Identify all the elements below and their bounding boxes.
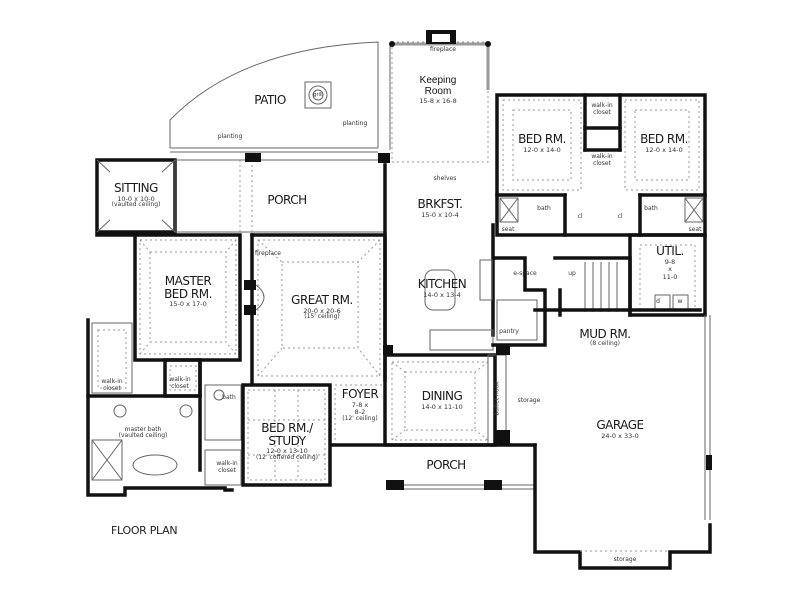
room-front-porch: PORCH: [426, 458, 466, 472]
annotation-planting-left: planting: [217, 133, 243, 140]
room-dim-line2: 8-2: [354, 408, 366, 417]
room-name: BED RM.: [518, 132, 566, 146]
annotation-planting-right: planting: [342, 120, 368, 127]
room-note: (8 ceiling): [589, 339, 621, 347]
annotation-pantry: pantry: [499, 328, 519, 335]
room-note: (12' coffered ceiling): [255, 454, 319, 461]
room-dim-line1: 9-8: [664, 257, 676, 266]
room-note: (12' ceiling): [342, 415, 378, 423]
room-dimensions: 12-0 x 14-0: [645, 145, 683, 154]
annotation-cl-1: cl: [577, 213, 583, 220]
room-util: UTIL. 9-8 x 11-0: [656, 245, 684, 281]
room-name: KITCHEN: [417, 277, 467, 291]
room-name: PORCH: [426, 458, 466, 472]
room-name: MUD RM.: [579, 327, 631, 341]
annotation-shelves: shelves: [433, 175, 457, 182]
room-dim-line2: x: [668, 265, 672, 274]
annotation-walk-in-study: walk-in: [216, 460, 238, 467]
room-name: master bath: [124, 426, 162, 433]
room-dimensions: 15-0 x 17-0: [169, 300, 207, 309]
room-name: UTIL.: [656, 244, 684, 258]
annotation-bath-2: bath: [644, 205, 658, 212]
annotation-washer: w: [677, 298, 683, 305]
annotation-grill: grill: [313, 92, 323, 98]
room-name: GREAT RM.: [291, 293, 353, 307]
room-name-line1: Keeping: [419, 75, 457, 86]
annotation-walk-in-master-1: walk-in: [101, 378, 123, 385]
annotation-closet: closet: [593, 109, 611, 116]
annotation-closet-study: closet: [218, 467, 236, 474]
room-dim-line1: 7-8 x: [351, 400, 369, 409]
room-foyer: FOYER 7-8 x 8-2 (12' ceiling): [341, 387, 379, 423]
room-note: (vaulted ceiling): [111, 201, 161, 209]
room-dimensions: 12-0 x 14-0: [523, 145, 561, 154]
grill-box: [304, 81, 332, 109]
annotation-walk-in: walk-in: [591, 102, 613, 109]
room-dining: DINING 14-0 x 11-10: [421, 390, 463, 410]
annotation-bath-1: bath: [537, 205, 551, 212]
room-dimensions: 20-0 x 20-6: [303, 306, 341, 315]
annotation-e-space: e-space: [513, 270, 537, 277]
room-garage: GARAGE 24-0 x 33-0: [596, 418, 644, 440]
room-dimensions: 10-0 x 10-0: [117, 194, 155, 203]
annotation-walk-in-master-2: walk-in: [169, 376, 191, 383]
room-dim-line3: 11-0: [662, 273, 678, 282]
room-name-line2: Room: [424, 85, 452, 97]
annotation-fireplace-keeping: fireplace: [430, 46, 456, 53]
room-name: BED RM.: [640, 132, 688, 146]
annotation-fireplace-great: fireplace: [255, 250, 281, 257]
room-dimensions: 14-0 x 11-10: [421, 402, 463, 411]
room-bed-rm-1: BED RM. 12-0 x 14-0: [518, 133, 566, 153]
room-dimensions: 14-0 x 13-4: [423, 290, 461, 299]
room-note: (vaulted ceiling): [118, 432, 168, 440]
annotation-up: up: [568, 270, 576, 277]
room-name: PATIO: [254, 93, 286, 107]
room-name-line1: MASTER: [164, 274, 212, 288]
room-note: (15' ceiling): [304, 313, 340, 321]
room-bed-study: BED RM./ STUDY 12-0 x 13-10 (12' coffere…: [256, 422, 318, 461]
room-mud-rm: MUD RM. (8 ceiling): [579, 327, 631, 347]
room-name-line2: BED RM.: [164, 286, 212, 301]
annotation-dryer: d: [656, 298, 660, 305]
room-name: BRKFST.: [417, 197, 463, 211]
annotation-closet-master-1: closet: [103, 385, 121, 392]
annotation-cl-2: cl: [617, 213, 623, 220]
room-name: GARAGE: [596, 418, 644, 432]
annotation-seat-1: seat: [501, 226, 515, 233]
annotation-closet-2: closet: [593, 160, 611, 167]
room-bed-rm-2: BED RM. 12-0 x 14-0: [640, 133, 688, 153]
room-dimensions: 24-0 x 33-0: [601, 431, 639, 440]
room-kitchen: KITCHEN 14-0 x 13-4: [418, 278, 467, 298]
room-dimensions: 15-0 x 10-4: [421, 210, 459, 219]
room-great-rm: GREAT RM. 20-0 x 20-6 (15' ceiling): [291, 294, 353, 321]
annotation-storage-2: storage: [613, 556, 637, 563]
room-sitting: SITTING 10-0 x 10-0 (vaulted ceiling): [112, 182, 161, 209]
annotation-seat-2: seat: [688, 226, 702, 233]
room-dimensions: 15-8 x 16-8: [419, 97, 457, 105]
patio-outline: [169, 41, 379, 148]
room-rear-porch: PORCH: [267, 193, 307, 207]
annotation-closet-master-2: closet: [171, 383, 189, 390]
annotation-walk-in-2: walk-in: [591, 153, 613, 160]
annotation-buffet-nook: buffet nook: [493, 381, 501, 416]
annotation-storage-1: storage: [517, 397, 541, 404]
room-name: DINING: [421, 389, 463, 403]
room-patio: PATIO: [254, 94, 286, 107]
drawing-title: FLOOR PLAN: [111, 524, 178, 537]
room-name: SITTING: [114, 181, 158, 195]
room-name-line1: BED RM./: [261, 421, 313, 435]
annotation-bath-hall: bath: [222, 394, 236, 401]
room-brkfst: BRKFST. 15-0 x 10-4: [418, 198, 463, 218]
room-dimensions: 12-0 x 13-10: [266, 447, 308, 456]
room-master-bed: MASTER BED RM. 15-0 x 17-0: [164, 275, 212, 308]
room-name-line2: STUDY: [268, 433, 306, 448]
room-master-bath: master bath (vaulted ceiling): [118, 426, 168, 440]
room-name: FOYER: [341, 387, 379, 401]
room-name: PORCH: [267, 193, 307, 207]
room-keeping-room: Keeping Room 15-8 x 16-8: [419, 75, 457, 105]
